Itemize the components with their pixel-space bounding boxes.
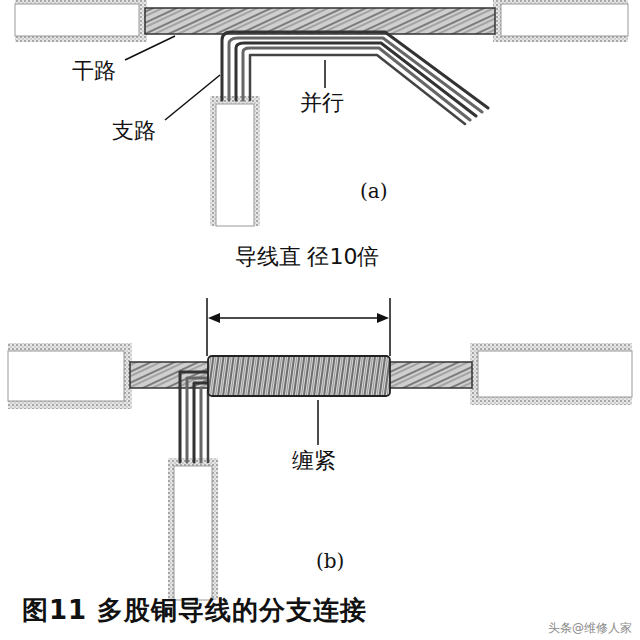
figure-label: (a) (360, 180, 388, 203)
part-label: 干路 (72, 58, 116, 83)
insulation (8, 343, 632, 600)
part-label: 缠紧 (292, 448, 336, 473)
trunk-conductor (145, 8, 495, 34)
watermark: 头条@维修人家 (548, 622, 632, 636)
leader-line (317, 400, 319, 445)
branch-conductor (222, 32, 488, 124)
insulation (15, 0, 628, 226)
part-label: 并行 (300, 90, 344, 115)
dimension-label: 导线直 径10倍 (232, 244, 382, 269)
branch-conductor (180, 372, 210, 462)
wound-coil (208, 356, 390, 396)
dimension-line (207, 298, 390, 356)
leader-line (125, 36, 325, 120)
figure-label: (b) (316, 550, 344, 573)
part-label: 支路 (112, 118, 156, 143)
figure-caption: 图11 多股铜导线的分支连接 (22, 596, 367, 626)
